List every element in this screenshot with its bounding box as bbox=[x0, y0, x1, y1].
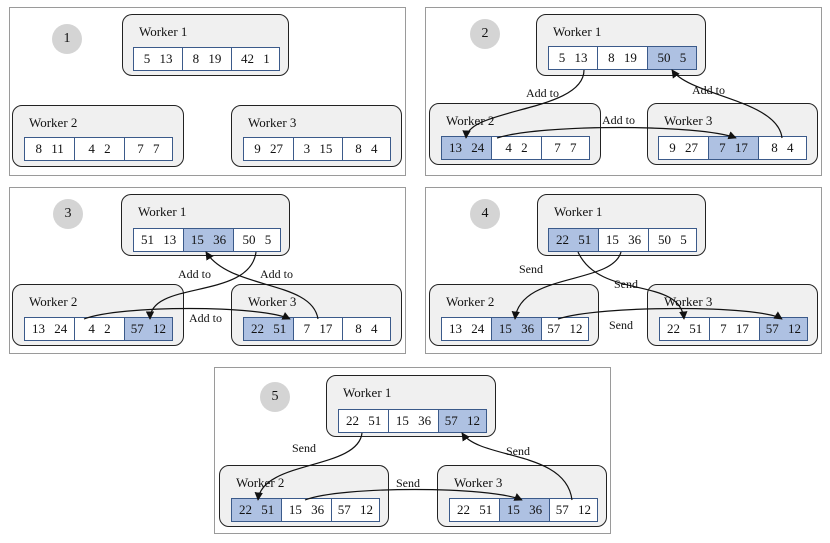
step-badge-2: 2 bbox=[470, 19, 500, 49]
data-cell: 22 51 bbox=[549, 229, 599, 251]
worker-title: Worker 1 bbox=[553, 24, 602, 39]
data-cell: 4 2 bbox=[74, 318, 123, 340]
data-row: 5 13 8 19 50 5 bbox=[548, 46, 697, 70]
data-cell: 57 12 bbox=[758, 318, 807, 340]
data-row: 22 51 15 36 50 5 bbox=[548, 228, 697, 252]
worker-title: Worker 3 bbox=[664, 113, 713, 128]
data-cell: 22 51 bbox=[346, 413, 382, 428]
data-row: 9 27 7 17 8 4 bbox=[658, 136, 807, 160]
data-row: 22 51 15 36 57 12 bbox=[338, 409, 487, 433]
data-cell: 7 7 bbox=[123, 138, 172, 160]
arrow-label: Send bbox=[614, 277, 638, 291]
arrow-label: Add to bbox=[260, 267, 293, 281]
arrow-label: Add to bbox=[526, 86, 559, 100]
worker-title: Worker 1 bbox=[139, 24, 188, 39]
worker-title: Worker 2 bbox=[29, 115, 78, 130]
data-cell: 4 2 bbox=[74, 138, 123, 160]
data-cell: 15 36 bbox=[281, 499, 330, 521]
data-cell: 42 1 bbox=[230, 48, 279, 70]
worker-title: Worker 3 bbox=[248, 115, 297, 130]
data-cell: 57 12 bbox=[540, 318, 588, 340]
data-cell: 5 13 bbox=[558, 50, 588, 65]
data-cell: 8 19 bbox=[597, 47, 646, 69]
arrow-label: Send bbox=[396, 476, 420, 490]
step-badge-3: 3 bbox=[53, 199, 83, 229]
data-cell: 9 27 bbox=[669, 140, 699, 155]
worker-title: Worker 1 bbox=[138, 204, 187, 219]
data-cell: 8 4 bbox=[757, 137, 806, 159]
data-cell: 7 7 bbox=[540, 137, 589, 159]
data-cell: 8 19 bbox=[182, 48, 230, 70]
data-row: 13 24 4 2 7 7 bbox=[441, 136, 590, 160]
data-cell: 15 36 bbox=[499, 499, 549, 521]
worker-title: Worker 3 bbox=[664, 294, 713, 309]
data-cell: 51 13 bbox=[141, 232, 177, 247]
data-cell: 57 12 bbox=[330, 499, 379, 521]
worker-title: Worker 2 bbox=[236, 475, 285, 490]
step-badge-5: 5 bbox=[260, 382, 290, 412]
data-cell: 8 4 bbox=[341, 318, 390, 340]
data-cell: 13 24 bbox=[449, 321, 485, 336]
data-cell: 8 4 bbox=[341, 138, 390, 160]
arrow-label: Add to bbox=[692, 83, 725, 97]
data-row: 5 13 8 19 42 1 bbox=[133, 47, 280, 71]
data-cell: 5 13 bbox=[143, 51, 173, 66]
arrow-label: Send bbox=[292, 441, 316, 455]
data-row: 13 24 15 36 57 12 bbox=[441, 317, 589, 341]
worker-title: Worker 3 bbox=[454, 475, 503, 490]
data-cell: 15 36 bbox=[491, 318, 541, 340]
data-cell: 13 24 bbox=[442, 137, 492, 159]
arrow-label: Add to bbox=[178, 267, 211, 281]
data-cell: 57 12 bbox=[123, 318, 172, 340]
worker-title: Worker 1 bbox=[343, 385, 392, 400]
data-cell: 15 36 bbox=[183, 229, 233, 251]
arrow-label: Add to bbox=[602, 113, 635, 127]
step-badge-4: 4 bbox=[470, 199, 500, 229]
data-row: 22 51 15 36 57 12 bbox=[449, 498, 598, 522]
arrow-label: Send bbox=[609, 318, 633, 332]
data-row: 22 51 7 17 57 12 bbox=[659, 317, 808, 341]
worker-title: Worker 3 bbox=[248, 294, 297, 309]
data-cell: 15 36 bbox=[598, 229, 647, 251]
data-cell: 50 5 bbox=[232, 229, 280, 251]
data-cell: 50 5 bbox=[646, 47, 696, 69]
data-cell: 8 11 bbox=[35, 141, 64, 156]
data-cell: 22 51 bbox=[244, 318, 294, 340]
data-cell: 15 36 bbox=[388, 410, 437, 432]
step-badge-1: 1 bbox=[52, 24, 82, 54]
data-cell: 22 51 bbox=[457, 502, 493, 517]
data-cell: 57 12 bbox=[437, 410, 486, 432]
worker-title: Worker 1 bbox=[554, 204, 603, 219]
worker-title: Worker 2 bbox=[29, 294, 78, 309]
worker-title: Worker 2 bbox=[446, 113, 495, 128]
data-cell: 22 51 bbox=[232, 499, 282, 521]
data-row: 22 51 7 17 8 4 bbox=[243, 317, 391, 341]
data-row: 13 24 4 2 57 12 bbox=[24, 317, 173, 341]
data-row: 8 11 4 2 7 7 bbox=[24, 137, 173, 161]
data-cell: 22 51 bbox=[667, 321, 703, 336]
data-cell: 7 17 bbox=[709, 318, 758, 340]
data-cell: 3 15 bbox=[293, 138, 341, 160]
data-row: 22 51 15 36 57 12 bbox=[231, 498, 380, 522]
worker-title: Worker 2 bbox=[446, 294, 495, 309]
arrow-label: Send bbox=[506, 444, 530, 458]
data-cell: 7 17 bbox=[293, 318, 341, 340]
data-cell: 57 12 bbox=[548, 499, 597, 521]
data-cell: 50 5 bbox=[647, 229, 696, 251]
data-row: 9 27 3 15 8 4 bbox=[243, 137, 391, 161]
data-cell: 7 17 bbox=[708, 137, 758, 159]
arrow-label: Send bbox=[519, 262, 543, 276]
arrow-label: Add to bbox=[189, 311, 222, 325]
data-cell: 13 24 bbox=[32, 321, 68, 336]
data-cell: 9 27 bbox=[254, 141, 284, 156]
data-cell: 4 2 bbox=[491, 137, 540, 159]
data-row: 51 13 15 36 50 5 bbox=[133, 228, 281, 252]
